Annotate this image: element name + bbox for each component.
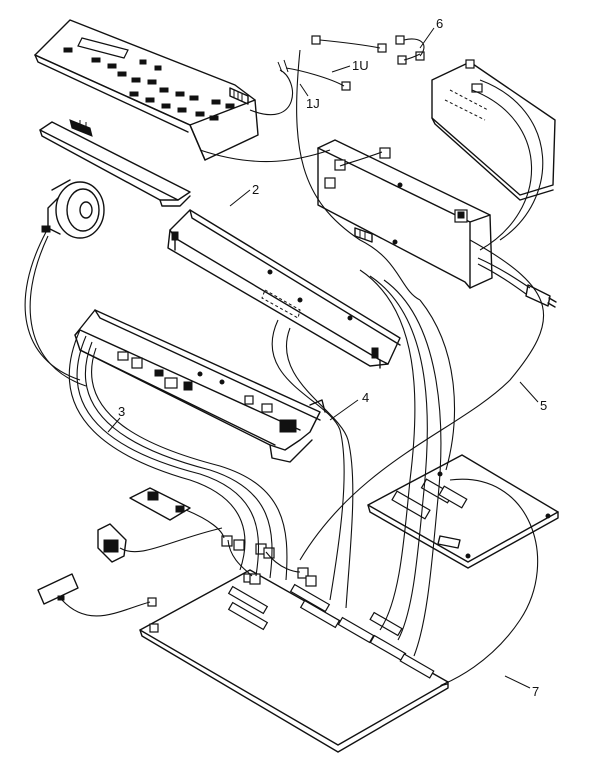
loose-connectors — [277, 35, 425, 171]
callout-leaders — [107, 27, 539, 689]
control-panel — [34, 19, 259, 161]
main-pcb-connectors — [149, 573, 435, 679]
callout-7: 7 — [532, 684, 539, 699]
main-pcb — [139, 569, 449, 753]
callout-1u: 1U — [352, 58, 369, 73]
small-pcb-left — [129, 487, 191, 521]
wire-harnesses — [24, 49, 544, 687]
switch-component — [97, 523, 223, 563]
callout-4: 4 — [362, 390, 369, 405]
small-board-far-left — [37, 573, 157, 617]
callout-5: 5 — [540, 398, 547, 413]
power-supply-unit — [317, 139, 557, 308]
callout-1j: 1J — [306, 96, 320, 111]
chassis-rail-part-2 — [167, 209, 401, 369]
lower-right-pcb — [367, 454, 559, 569]
display-pcb-board — [39, 119, 191, 207]
callout-2: 2 — [252, 182, 259, 197]
control-panel-buttons — [63, 47, 235, 121]
speaker — [41, 179, 105, 239]
callout-6: 6 — [436, 16, 443, 31]
harness-connectors — [221, 535, 317, 587]
callout-3: 3 — [118, 404, 125, 419]
callout-labels: 2 3 4 5 6 7 1U 1J — [118, 16, 547, 699]
key-mechanism-part-4 — [74, 309, 326, 463]
